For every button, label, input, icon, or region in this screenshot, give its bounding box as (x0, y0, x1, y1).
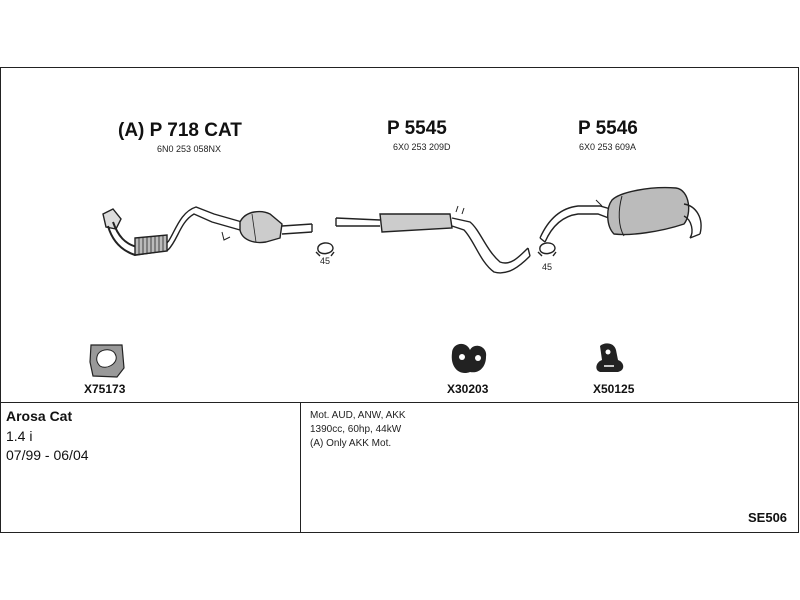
oem-number-middle: 6X0 253 209D (393, 142, 451, 152)
engine-note: (A) Only AKK Mot. (310, 438, 392, 449)
accessory-code-mount: X50125 (593, 382, 635, 396)
clamp-size-2: 45 (542, 262, 553, 272)
system-code: SE506 (748, 510, 788, 525)
vehicle-years: 07/99 - 06/04 (6, 447, 89, 463)
engine-notes: Mot. AUD, ANW, AKK 1390cc, 60hp, 44kW (A… (310, 409, 406, 451)
gasket-icon (89, 344, 125, 378)
engine-note: 1390cc, 60hp, 44kW (310, 424, 402, 435)
catalytic-converter-drawing (102, 206, 313, 257)
clamp-drawing-1 (315, 242, 335, 257)
oem-number-catalytic: 6N0 253 058NX (157, 144, 222, 154)
part-title-rear: P 5546 (578, 118, 638, 139)
rubber-mount-icon (596, 343, 624, 372)
engine-note: Mot. AUD, ANW, AKK (310, 410, 406, 421)
rear-muffler-drawing (539, 186, 702, 243)
diagram-frame (0, 67, 799, 533)
accessory-code-hanger: X30203 (447, 382, 489, 396)
part-title-catalytic: (A) P 718 CAT (118, 120, 242, 141)
oem-number-rear: 6X0 253 609A (579, 142, 637, 152)
vehicle-model: Arosa Cat (6, 408, 73, 424)
divider-horizontal (0, 402, 799, 403)
divider-vertical (300, 402, 301, 533)
clamp-drawing-2 (537, 242, 557, 257)
middle-muffler-drawing (335, 205, 531, 274)
part-title-middle: P 5545 (387, 118, 447, 139)
clamp-size-1: 45 (320, 256, 331, 266)
rubber-hanger-icon (451, 343, 487, 374)
accessory-code-gasket: X75173 (84, 382, 126, 396)
vehicle-engine: 1.4 i (6, 428, 33, 444)
